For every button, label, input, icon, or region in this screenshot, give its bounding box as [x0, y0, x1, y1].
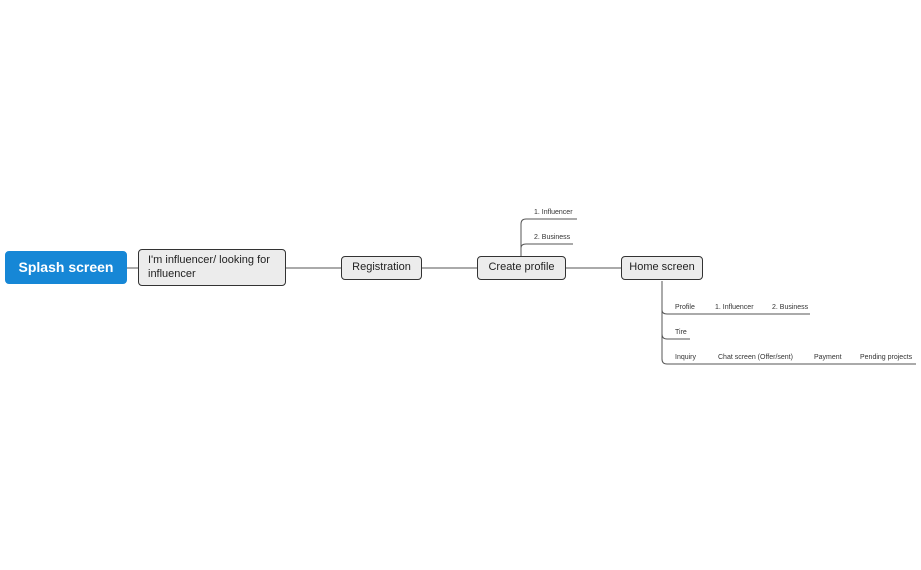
connector-profile-influencer	[520, 218, 577, 256]
connector-home-inquiry	[661, 334, 916, 365]
connector-profile-business	[520, 243, 573, 249]
home-screen-node[interactable]: Home screen	[621, 256, 703, 280]
create-profile-business-leaf[interactable]: 2. Business	[534, 234, 571, 241]
home-profile-leaf[interactable]: Profile	[675, 304, 695, 311]
home-profile-influencer-leaf[interactable]: 1. Influencer	[715, 304, 754, 311]
home-tire-leaf[interactable]: Tire	[675, 329, 687, 336]
home-inquiry-leaf[interactable]: Inquiry	[675, 354, 697, 361]
inquiry-chat-screen-leaf[interactable]: Chat screen (Offer/sent)	[718, 354, 793, 361]
create-profile-node[interactable]: Create profile	[477, 256, 566, 280]
registration-node[interactable]: Registration	[341, 256, 422, 280]
inquiry-pending-projects-leaf[interactable]: Pending projects	[860, 354, 913, 361]
choice-node[interactable]: I'm influencer/ looking for influencer	[138, 249, 286, 286]
create-profile-influencer-leaf[interactable]: 1. Influencer	[534, 209, 573, 216]
inquiry-payment-leaf[interactable]: Payment	[814, 354, 842, 361]
home-profile-business-leaf[interactable]: 2. Business	[772, 304, 809, 311]
splash-screen-node[interactable]: Splash screen	[5, 251, 127, 284]
